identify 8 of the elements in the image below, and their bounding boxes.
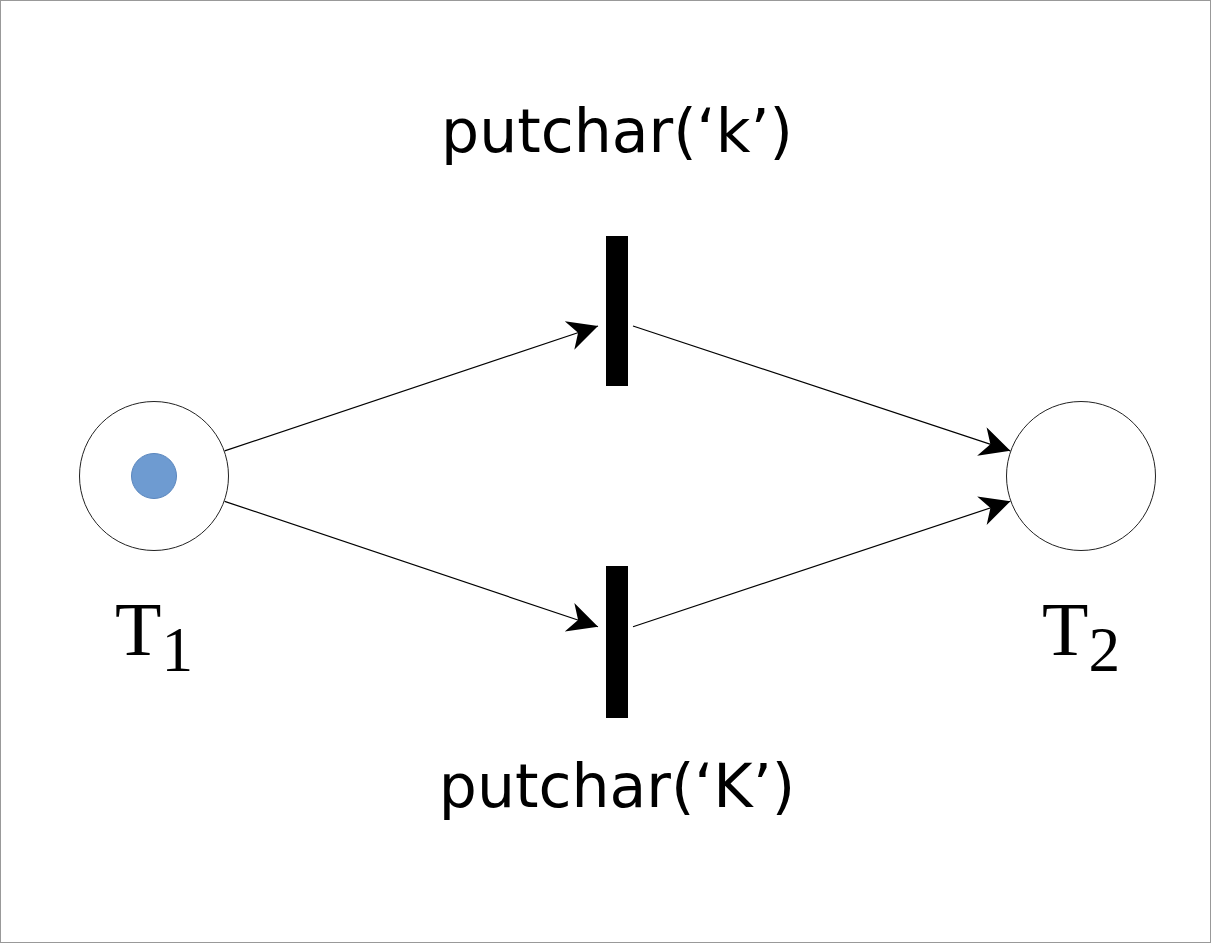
transition-bar <box>606 236 628 386</box>
place-label: T$_{2}$ <box>1041 591 1121 683</box>
transition-bar <box>606 566 628 718</box>
arrow <box>224 321 599 452</box>
arrow <box>224 500 599 632</box>
arrow <box>632 325 1011 456</box>
place-label: T$_{1}$ <box>114 591 194 683</box>
arrow <box>632 496 1011 628</box>
